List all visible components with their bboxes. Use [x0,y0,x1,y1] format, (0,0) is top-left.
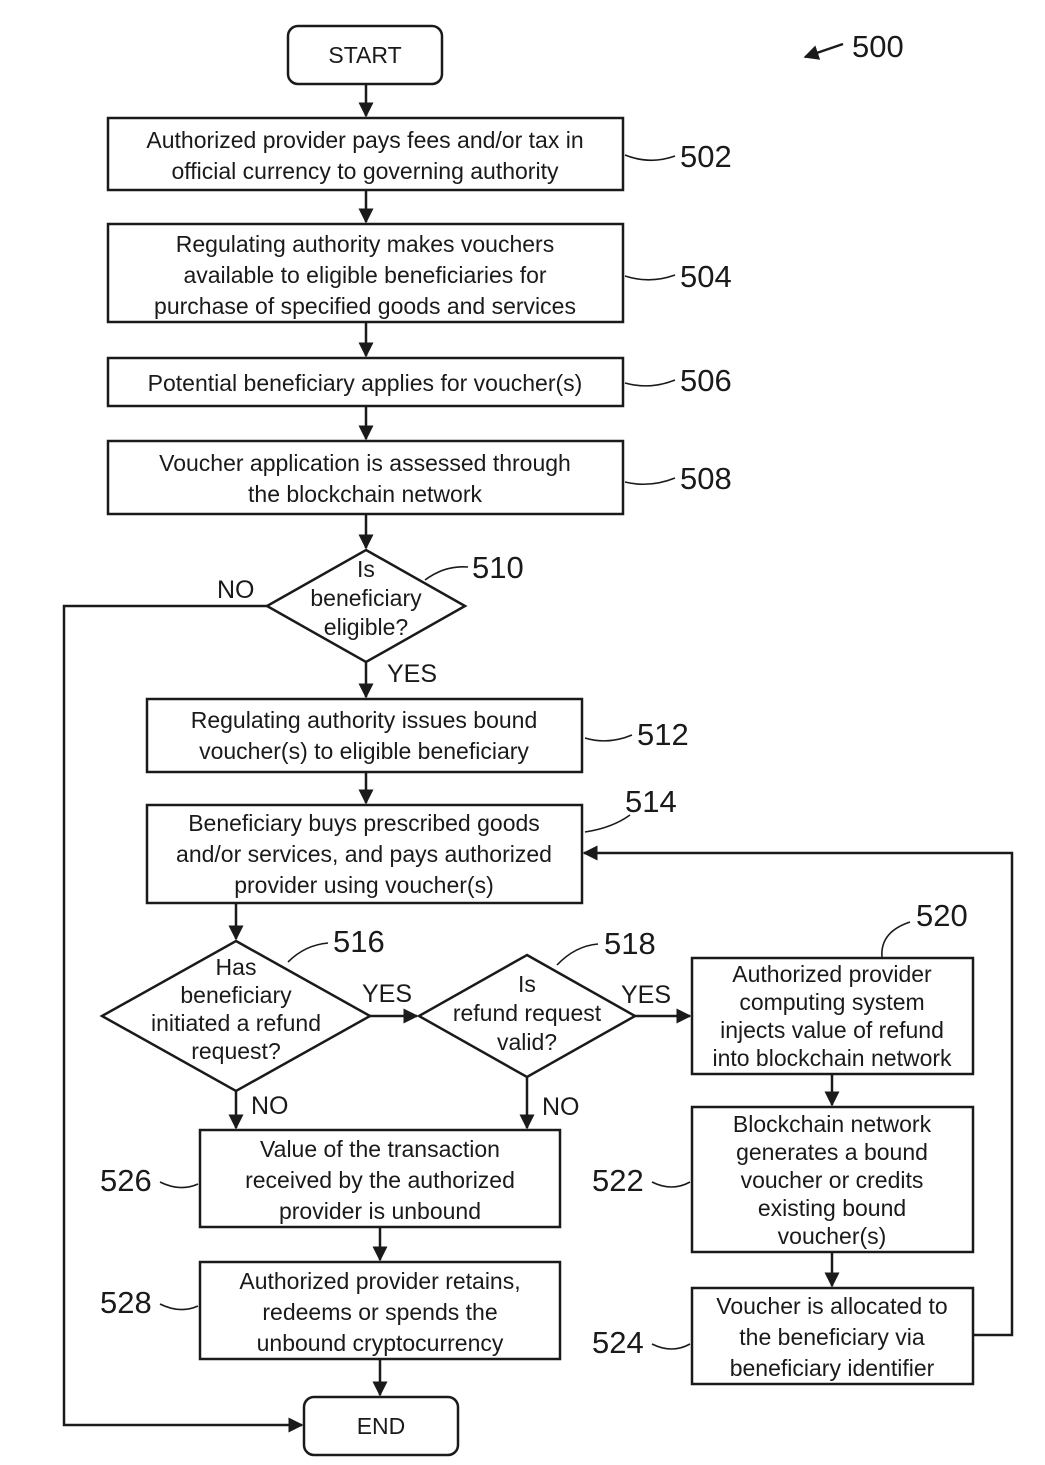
figure-pointer-arrow [805,44,843,57]
decision-518-yes-label: YES [621,981,671,1009]
step-504: Regulating authority makes vouchers avai… [108,224,732,322]
decision-516: Has beneficiary initiated a refund reque… [102,924,412,1120]
step-520-line-4: into blockchain network [712,1045,952,1071]
step-520-leader [882,922,910,957]
decision-518: Is refund request valid? 518 YES NO [419,926,671,1121]
step-522-leader [652,1182,690,1187]
start-label: START [328,42,401,68]
step-520-line-1: Authorized provider [732,961,932,987]
step-524-line-1: Voucher is allocated to [716,1293,947,1319]
decision-516-line-3: initiated a refund [151,1010,321,1036]
decision-516-line-1: Has [216,954,257,980]
step-508-line-2: the blockchain network [248,481,482,507]
step-528-line-2: redeems or spends the [262,1299,497,1325]
decision-518-line-3: valid? [497,1029,557,1055]
step-508-line-1: Voucher application is assessed through [159,450,571,476]
end-label: END [357,1413,406,1439]
step-522-line-3: voucher or credits [741,1167,924,1193]
step-520: Authorized provider computing system inj… [692,898,973,1074]
step-502-leader [625,155,675,160]
step-512: Regulating authority issues bound vouche… [147,699,689,772]
step-514: Beneficiary buys prescribed goods and/or… [147,784,677,903]
step-520-line-2: computing system [739,989,924,1015]
step-526-leader [160,1182,198,1188]
step-524-leader [652,1344,690,1349]
decision-510-line-2: beneficiary [310,585,422,611]
decision-518-no-label: NO [542,1093,580,1121]
decision-516-ref: 516 [333,924,385,959]
decision-518-ref: 518 [604,926,656,961]
decision-516-line-2: beneficiary [180,982,292,1008]
step-522-line-1: Blockchain network [733,1111,932,1137]
step-526: Value of the transaction received by the… [100,1130,560,1227]
step-526-line-2: received by the authorized [245,1167,515,1193]
decision-518-line-2: refund request [453,1000,602,1026]
decision-516-line-4: request? [191,1038,281,1064]
step-512-line-1: Regulating authority issues bound [191,707,538,733]
end-terminal: END [304,1397,458,1455]
decision-516-no-label: NO [251,1092,289,1120]
step-520-line-3: injects value of refund [720,1017,944,1043]
step-514-line-1: Beneficiary buys prescribed goods [188,810,540,836]
step-502: Authorized provider pays fees and/or tax… [108,118,732,190]
step-522-line-5: voucher(s) [778,1223,887,1249]
step-528: Authorized provider retains, redeems or … [100,1262,560,1359]
step-502-line-1: Authorized provider pays fees and/or tax… [146,127,583,153]
step-526-line-1: Value of the transaction [260,1136,500,1162]
decision-510-ref: 510 [472,550,524,585]
step-508: Voucher application is assessed through … [108,441,732,514]
step-524-line-3: beneficiary identifier [730,1355,935,1381]
start-terminal: START [288,26,442,84]
step-522-ref: 522 [592,1163,644,1198]
step-528-ref: 528 [100,1285,152,1320]
decision-516-leader [288,943,328,962]
step-522-line-4: existing bound [758,1195,906,1221]
step-512-ref: 512 [637,717,689,752]
step-502-line-2: official currency to governing authority [172,158,559,184]
step-506: Potential beneficiary applies for vouche… [108,358,732,406]
step-512-leader [585,735,632,741]
decision-510-no-label: NO [217,576,255,604]
step-514-line-2: and/or services, and pays authorized [176,841,552,867]
step-528-leader [160,1304,198,1310]
step-524-line-2: the beneficiary via [739,1324,925,1350]
step-504-ref: 504 [680,259,732,294]
decision-510: Is beneficiary eligible? 510 NO YES [217,550,524,688]
step-526-line-3: provider is unbound [279,1198,481,1224]
decision-510-leader [425,567,468,580]
decision-510-line-1: Is [357,556,375,582]
step-506-leader [625,380,675,386]
step-520-ref: 520 [916,898,968,933]
step-504-line-3: purchase of specified goods and services [154,293,576,319]
step-524-ref: 524 [592,1325,644,1360]
step-506-ref: 506 [680,363,732,398]
decision-516-yes-label: YES [362,980,412,1008]
step-528-line-1: Authorized provider retains, [239,1268,520,1294]
decision-518-leader [557,944,598,965]
step-522: Blockchain network generates a bound vou… [592,1107,973,1252]
decision-510-yes-label: YES [387,660,437,688]
step-522-line-2: generates a bound [736,1139,928,1165]
step-526-ref: 526 [100,1163,152,1198]
step-512-line-2: voucher(s) to eligible beneficiary [199,738,529,764]
step-504-line-1: Regulating authority makes vouchers [176,231,554,257]
step-504-leader [625,275,675,280]
figure-label: 500 [805,29,904,64]
step-528-line-3: unbound cryptocurrency [257,1330,504,1356]
step-506-line-1: Potential beneficiary applies for vouche… [148,370,583,396]
step-514-line-3: provider using voucher(s) [234,872,494,898]
step-502-ref: 502 [680,139,732,174]
step-504-line-2: available to eligible beneficiaries for [183,262,546,288]
step-508-ref: 508 [680,461,732,496]
step-524: Voucher is allocated to the beneficiary … [592,1288,973,1384]
figure-number: 500 [852,29,904,64]
step-508-leader [625,478,675,484]
step-514-ref: 514 [625,784,677,819]
decision-510-line-3: eligible? [324,614,408,640]
step-514-leader [585,815,630,832]
decision-518-line-1: Is [518,971,536,997]
